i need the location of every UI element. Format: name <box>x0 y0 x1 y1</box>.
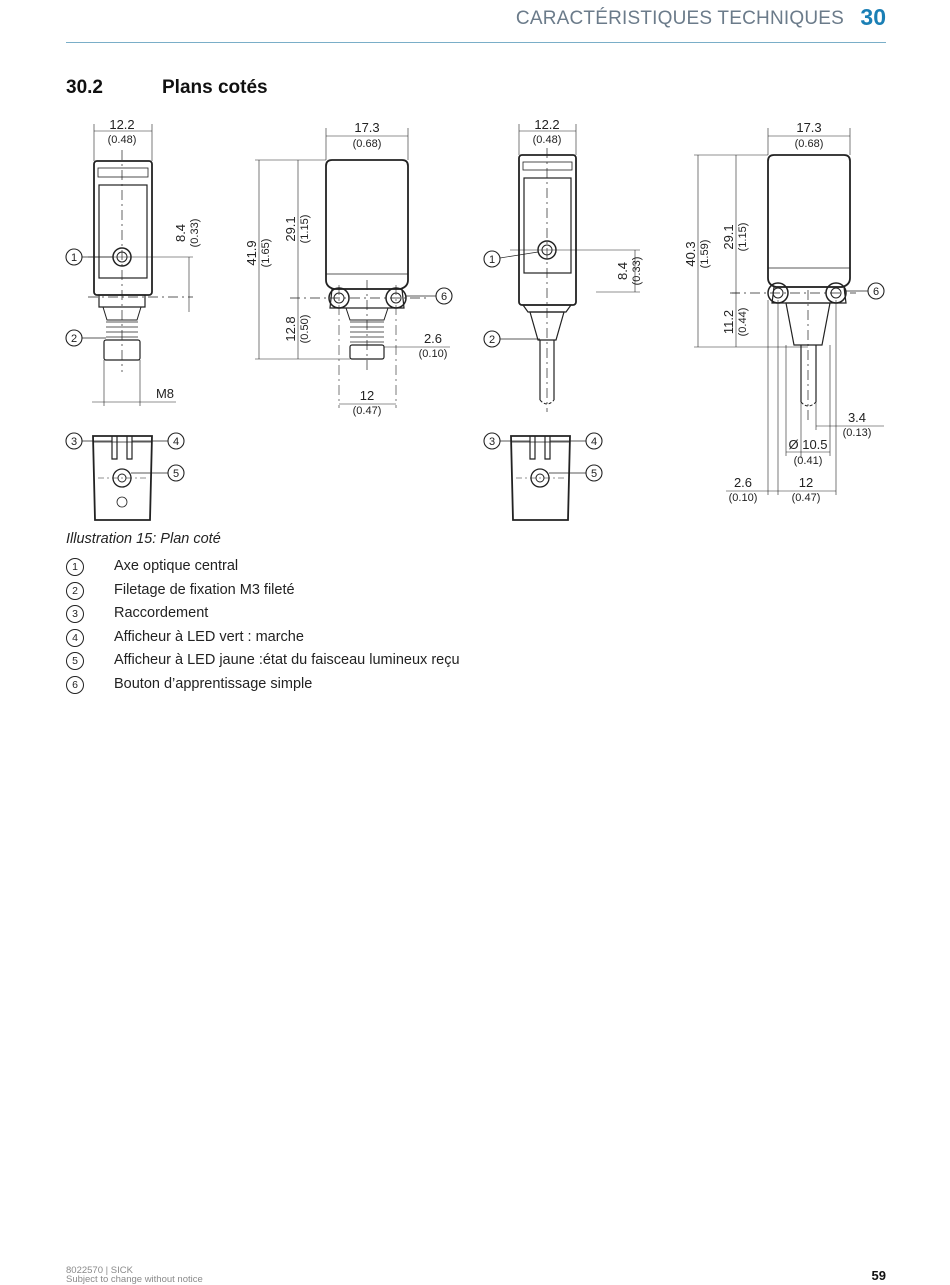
dim-label: (0.48) <box>108 134 137 146</box>
dimension-drawing: 1 2 6 1 2 6 3 4 5 3 4 5 12.2 (0.48) M8 1… <box>65 117 885 521</box>
section-number: 30.2 <box>66 77 103 98</box>
callout-number: 3 <box>71 436 77 448</box>
dim-label: (0.41) <box>794 455 823 467</box>
sensor-side-connector <box>255 128 450 408</box>
callout-number: 3 <box>489 436 495 448</box>
dim-label: (0.68) <box>353 138 382 150</box>
footer-doc-number: 8022570 | SICK <box>66 1265 133 1276</box>
dim-label: (0.47) <box>353 405 382 417</box>
dim-label: (0.10) <box>729 492 758 504</box>
sensor-front-connector <box>82 124 193 406</box>
dim-label: 41.9 <box>244 240 259 265</box>
page-header: CARACTÉRISTIQUES TECHNIQUES 30 <box>66 0 886 43</box>
chapter-number: 30 <box>860 4 886 30</box>
dim-label: 17.3 <box>796 120 821 135</box>
dim-label: (0.68) <box>795 138 824 150</box>
callout-number: 1 <box>71 252 77 264</box>
callout-number: 4 <box>591 436 597 448</box>
callout-number: 6 <box>873 286 879 298</box>
dim-label: 2.6 <box>424 331 442 346</box>
legend-number: 1 <box>66 558 84 576</box>
legend-number: 2 <box>66 581 84 600</box>
dim-label: (0.13) <box>843 427 872 439</box>
dim-label: 2.6 <box>734 475 752 490</box>
callout-number: 4 <box>173 436 179 448</box>
dim-label: (0.44) <box>737 308 749 337</box>
legend-text: Raccordement <box>114 605 209 622</box>
callout-number: 5 <box>173 468 179 480</box>
footer-notice: Subject to change without notice <box>66 1274 203 1285</box>
dim-label: (1.15) <box>299 215 311 244</box>
dim-label: (0.50) <box>299 315 311 344</box>
connector-end-view-left <box>82 435 168 521</box>
callout-number: 2 <box>71 333 77 345</box>
legend-text: Axe optique central <box>114 558 239 574</box>
section-title: Plans cotés <box>162 77 268 98</box>
callout-number: 2 <box>489 334 495 346</box>
callout-number: 5 <box>591 468 597 480</box>
legend-text: Afficheur à LED jaune :état du faisceau … <box>114 652 460 669</box>
dim-label: 12.2 <box>109 117 134 132</box>
legend-text: Afficheur à LED vert : marche <box>114 628 304 645</box>
dim-label: 12.2 <box>534 117 559 132</box>
dim-label: 8.4 <box>615 262 630 280</box>
dim-label: 3.4 <box>848 410 866 425</box>
dim-label: (1.59) <box>699 240 711 269</box>
dim-label: (0.33) <box>189 219 201 248</box>
footer-document-info: 8022570 | SICK Subject to change without… <box>66 1265 203 1285</box>
dim-label: 12.8 <box>283 316 298 341</box>
legend-text: Filetage de fixation M3 fileté <box>114 581 295 598</box>
dim-label: 40.3 <box>683 241 698 266</box>
callout-number: 1 <box>489 254 495 266</box>
dim-label: 8.4 <box>173 224 188 242</box>
sensor-front-cable <box>499 124 640 412</box>
dim-label: M8 <box>156 386 174 401</box>
figure-caption: Illustration 15: Plan coté <box>66 531 221 547</box>
dim-label: 11.2 <box>721 310 736 334</box>
header-title: CARACTÉRISTIQUES TECHNIQUES <box>515 8 844 29</box>
legend-number: 6 <box>66 675 84 694</box>
dim-label: (0.47) <box>792 492 821 504</box>
dim-label: (0.33) <box>631 257 643 286</box>
connector-end-view-right <box>500 435 586 521</box>
legend-text: Bouton d’apprentissage simple <box>114 675 313 692</box>
dim-label: 29.1 <box>721 224 736 249</box>
dim-label: (1.15) <box>737 223 749 252</box>
dim-label: 12 <box>360 388 374 403</box>
dim-label: Ø 10.5 <box>788 437 827 452</box>
dim-label: 12 <box>799 475 813 490</box>
page-number: 59 <box>871 1268 886 1283</box>
dim-label: (0.48) <box>533 134 562 146</box>
legend-number: 4 <box>66 628 84 647</box>
dim-label: (0.10) <box>419 348 448 360</box>
legend-number: 3 <box>66 605 84 624</box>
dim-label: 17.3 <box>354 120 379 135</box>
callout-number: 6 <box>441 291 447 303</box>
dim-label: 29.1 <box>283 216 298 241</box>
legend-number: 5 <box>66 652 84 671</box>
dim-label: (1.65) <box>260 239 272 268</box>
sensor-side-cable <box>694 128 884 495</box>
